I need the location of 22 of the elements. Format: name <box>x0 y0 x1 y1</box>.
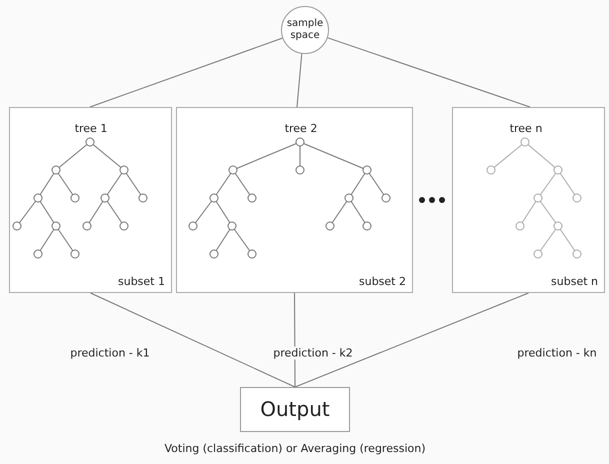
tree-title: tree 2 <box>284 122 318 135</box>
subset-label: subset n <box>551 275 598 288</box>
tree-title: tree n <box>508 122 544 135</box>
tree-panel <box>176 107 413 293</box>
edge-label: prediction - kn <box>515 346 599 360</box>
node-label: sample space <box>286 18 324 42</box>
edge-label: prediction - k1 <box>68 346 152 360</box>
connector-line <box>296 53 302 108</box>
tree-title: tree 1 <box>74 122 108 135</box>
tree-panel <box>9 107 172 293</box>
caption-text: Voting (classification) or Averaging (regression) <box>164 442 426 455</box>
sample-circle <box>281 6 329 54</box>
tree-panel <box>452 107 605 293</box>
connector-line <box>327 37 530 108</box>
connector-line <box>90 292 296 388</box>
output-box <box>240 387 350 432</box>
subset-label: subset 2 <box>359 275 406 288</box>
connector-line <box>90 38 283 108</box>
subset-label: subset 1 <box>118 275 165 288</box>
connector-line <box>294 292 529 388</box>
edge-label: prediction - k2 <box>271 346 355 360</box>
output-label: Output <box>259 397 331 421</box>
